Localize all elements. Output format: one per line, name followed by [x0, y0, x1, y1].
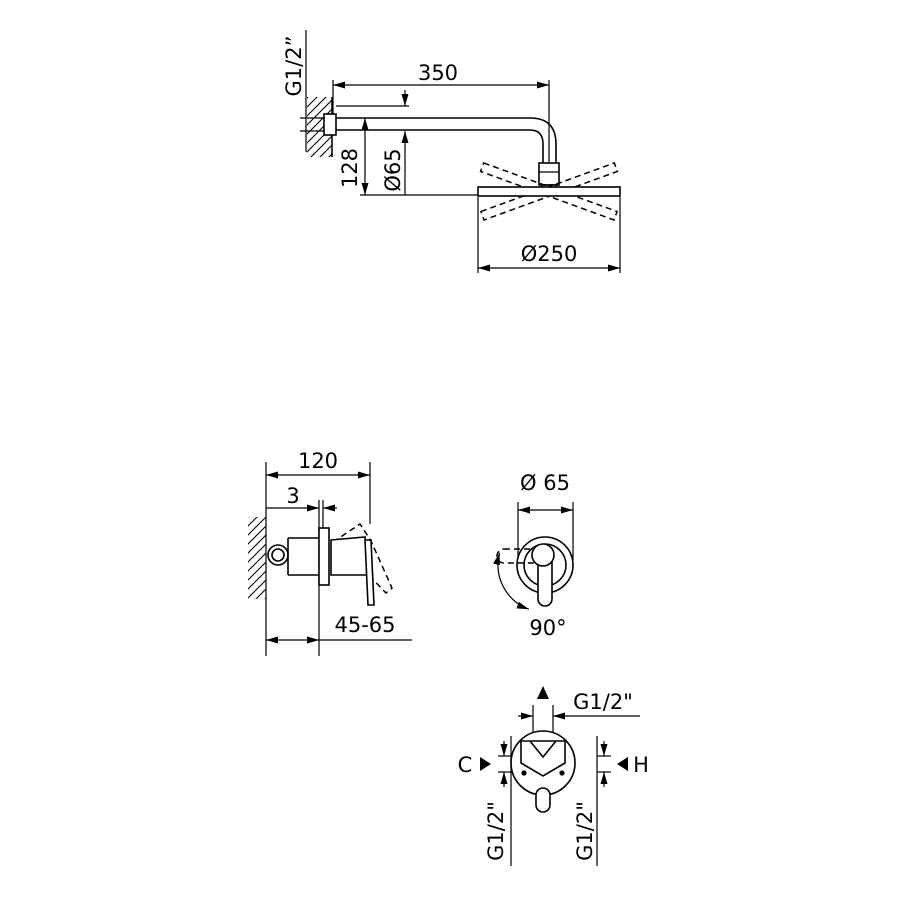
mixer-front-view: Ø 65 90°: [493, 471, 574, 640]
head-diameter-label: Ø250: [521, 242, 578, 266]
mixer-connections-view: G1/2" C G1/2" H G1/2": [458, 686, 649, 866]
hot-arrow: [617, 757, 628, 771]
hot-thread-label: G1/2": [573, 801, 597, 861]
cold-thread-label: G1/2": [484, 801, 508, 861]
handle-hub: [531, 543, 555, 567]
side-inlet-outer: [267, 544, 289, 566]
handle-knob: [330, 536, 370, 576]
valve-outlet-v: [529, 740, 557, 759]
shower-head: [477, 186, 621, 197]
plate-diameter-label: Ø 65: [520, 471, 570, 495]
flange-diameter-label: Ø65: [381, 148, 405, 191]
arm-bottom-edge: [336, 129, 544, 163]
wall-range-label: 45-65: [334, 613, 395, 637]
flange-offset-label: 3: [286, 484, 299, 508]
rotation-arc-arrow: [493, 552, 530, 610]
shower-arm-drawing: 350 128 Ø65 G1/2” Ø250: [282, 30, 621, 273]
cover-plate: [318, 527, 330, 586]
outlet-up-arrow: [537, 686, 549, 699]
depth-label: 120: [298, 449, 338, 473]
arm-projection-label: 350: [418, 61, 458, 85]
cold-arrow: [480, 757, 491, 771]
arm-top-edge: [336, 117, 557, 163]
cold-label: C: [458, 753, 473, 777]
mixer-side-view: 120 3 45-65: [248, 449, 412, 656]
valve-stem: [535, 787, 551, 813]
hot-label: H: [633, 753, 649, 777]
hot-port-dot: [559, 770, 565, 776]
mixer-wall-hatch: [248, 517, 266, 599]
side-inlet-inner: [271, 548, 285, 562]
handle-lever: [364, 539, 375, 606]
outlet-thread-label: G1/2": [573, 690, 633, 714]
arm-drop-label: 128: [338, 148, 362, 188]
head-nut: [538, 162, 560, 186]
wall-flange: [323, 113, 337, 136]
valve-outlet-channel: [520, 740, 566, 777]
cold-port-dot: [521, 770, 527, 776]
rotation-label: 90°: [529, 616, 566, 640]
inlet-thread-label: G1/2”: [282, 36, 306, 97]
